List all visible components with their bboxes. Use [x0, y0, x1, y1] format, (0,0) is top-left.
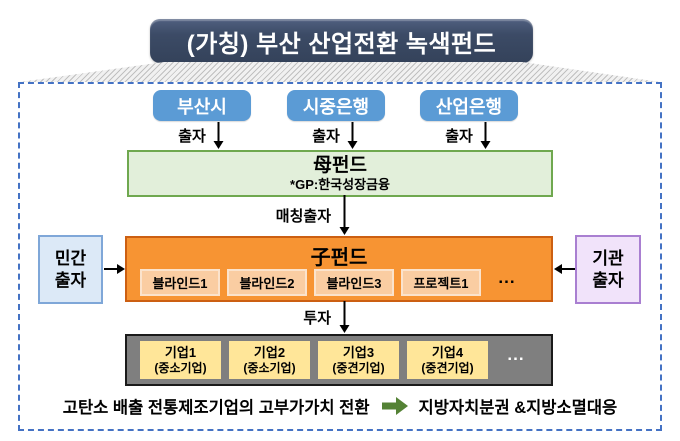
- company-box-3: 기업3 (중견기업): [318, 341, 399, 379]
- child-fund-box: 子펀드 블라인드1 블라인드2 블라인드3 프로젝트1 ...: [125, 236, 553, 302]
- diagram-title: (가칭) 부산 산업전환 녹색펀드: [150, 19, 533, 63]
- down-arrow-icon: [347, 121, 358, 149]
- right-arrow-icon: [104, 263, 125, 275]
- left-arrow-icon: [554, 263, 575, 275]
- investment-text: 투자: [303, 309, 331, 327]
- contribution-label-1: 출자: [163, 121, 239, 149]
- down-arrow-icon: [213, 121, 224, 149]
- portfolio-box: 기업1 (중소기업) 기업2 (중소기업) 기업3 (중견기업) 기업4 (중견…: [125, 334, 553, 386]
- matching-contribution-label: 매칭출자: [225, 195, 350, 235]
- investment-label: 투자: [240, 301, 350, 333]
- mother-fund-gp-note: *GP:한국성장금융: [290, 176, 390, 192]
- contribution-text: 출자: [312, 127, 340, 145]
- institution-contribution-box: 기관 출자: [575, 235, 641, 304]
- diagram-frame: [18, 82, 662, 431]
- matching-text: 매칭출자: [275, 207, 331, 225]
- private-contribution-box: 민간 출자: [38, 235, 103, 304]
- investor-label: 부산시: [177, 96, 227, 117]
- mother-fund-title: 母펀드: [313, 154, 367, 176]
- company-box-2: 기업2 (중소기업): [229, 341, 310, 379]
- footer-right-text: 지방자치분권 &지방소멸대응: [418, 399, 618, 417]
- investor-box-industrial-bank: 산업은행: [420, 90, 518, 121]
- footer-left-text: 고탄소 배출 전통제조기업의 고부가가치 전환: [62, 399, 370, 417]
- subfund-box-project1: 프로젝트1: [401, 269, 481, 296]
- investor-box-busan-city: 부산시: [153, 90, 251, 121]
- mother-fund-box: 母펀드 *GP:한국성장금융: [127, 150, 553, 197]
- investor-label: 시중은행: [302, 96, 370, 117]
- down-arrow-icon: [339, 301, 350, 333]
- company-box-1: 기업1 (중소기업): [140, 341, 221, 379]
- subfund-box-blind1: 블라인드1: [140, 269, 220, 296]
- subfund-row: 블라인드1 블라인드2 블라인드3 프로젝트1 ...: [140, 267, 526, 296]
- connector-trapezoid: [20, 62, 660, 82]
- contribution-text: 출자: [178, 127, 206, 145]
- company-row: 기업1 (중소기업) 기업2 (중소기업) 기업3 (중견기업) 기업4 (중견…: [140, 341, 536, 379]
- contribution-label-3: 출자: [430, 121, 506, 149]
- down-arrow-icon: [339, 195, 350, 235]
- child-fund-title: 子펀드: [310, 247, 368, 269]
- contribution-label-2: 출자: [297, 121, 373, 149]
- subfund-box-blind2: 블라인드2: [227, 269, 307, 296]
- footer-summary: 고탄소 배출 전통제조기업의 고부가가치 전환 지방자치분권 &지방소멸대응: [18, 391, 662, 421]
- investor-label: 산업은행: [435, 96, 503, 117]
- contribution-text: 출자: [445, 127, 473, 145]
- diagram-title-text: (가칭) 부산 산업전환 녹색펀드: [186, 30, 497, 58]
- down-arrow-icon: [480, 121, 491, 149]
- subfund-ellipsis: ...: [498, 267, 516, 287]
- company-box-4: 기업4 (중견기업): [407, 341, 488, 379]
- green-block-arrow-icon: [380, 396, 409, 416]
- investor-box-commercial-bank: 시중은행: [287, 90, 385, 121]
- company-ellipsis: ...: [507, 345, 525, 364]
- subfund-box-blind3: 블라인드3: [314, 269, 394, 296]
